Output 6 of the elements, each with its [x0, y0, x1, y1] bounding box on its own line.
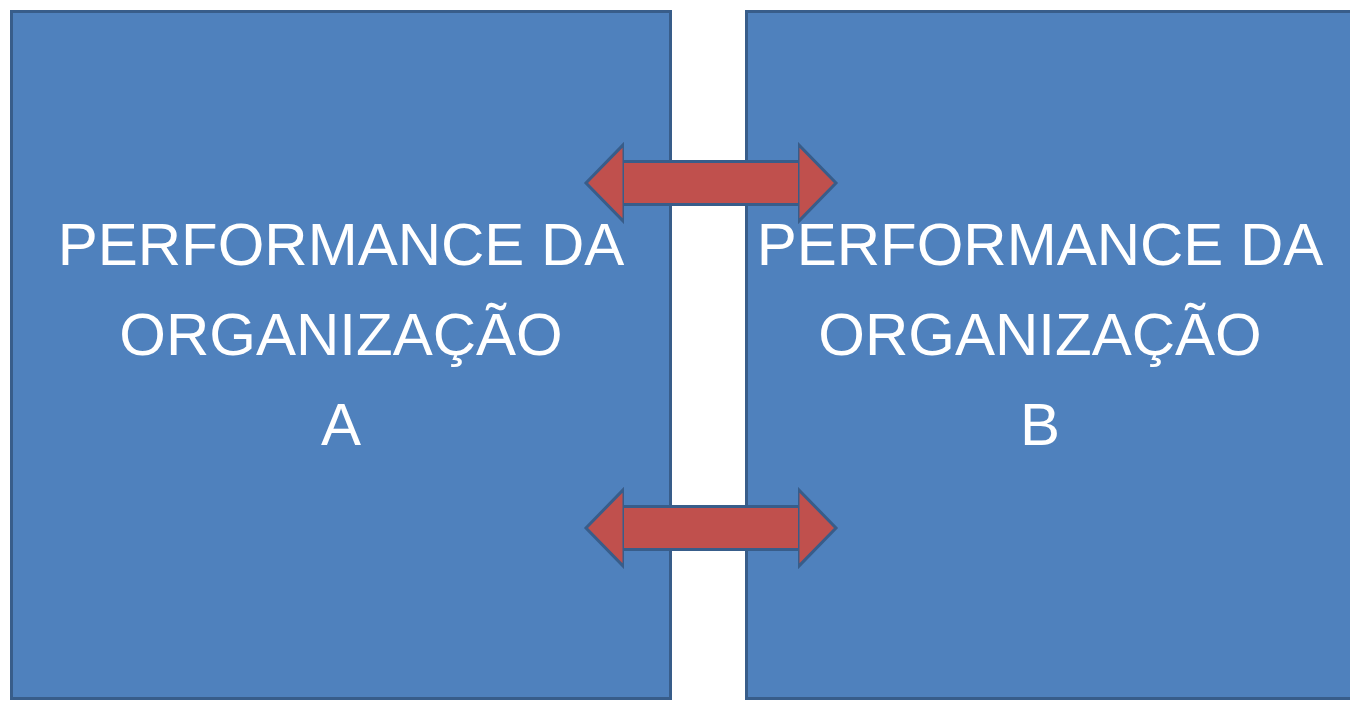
organization-box — [745, 10, 1350, 700]
box-label: B — [1019, 390, 1061, 460]
organization-box — [10, 10, 672, 700]
box-label: PERFORMANCE DA ORGANIZAÇÃO — [755, 210, 1325, 370]
box-label: PERFORMANCE DA ORGANIZAÇÃO — [56, 210, 626, 370]
box-label: A — [320, 390, 362, 460]
